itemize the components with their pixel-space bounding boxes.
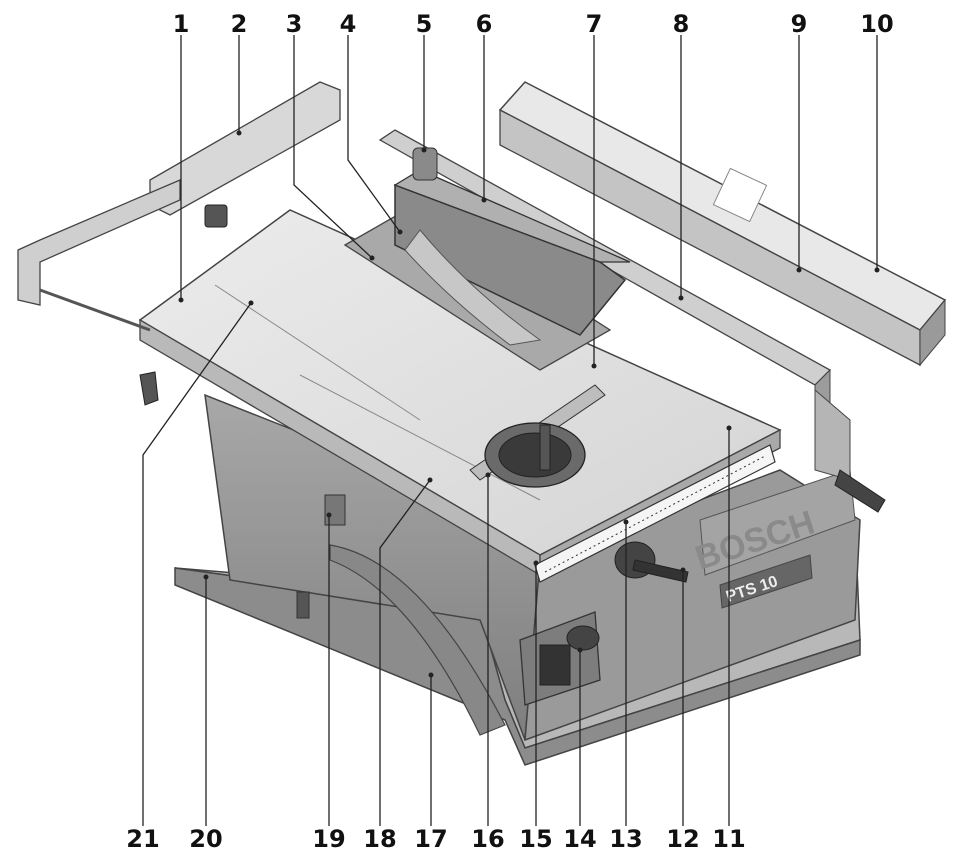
leader-lines <box>142 35 878 826</box>
callout-20: 20 <box>189 825 222 853</box>
callout-12: 12 <box>666 825 699 853</box>
callout-11: 11 <box>712 825 745 853</box>
callout-10: 10 <box>860 10 893 38</box>
callout-16: 16 <box>471 825 504 853</box>
callout-14: 14 <box>563 825 596 853</box>
callout-5: 5 <box>416 10 433 38</box>
callout-17: 17 <box>414 825 447 853</box>
callout-6: 6 <box>476 10 493 38</box>
callout-2: 2 <box>231 10 248 38</box>
callout-21: 21 <box>126 825 159 853</box>
leader-dots <box>178 130 880 678</box>
height-crank <box>614 541 689 583</box>
extension-fence <box>498 81 947 367</box>
callout-3: 3 <box>286 10 303 38</box>
callout-9: 9 <box>791 10 808 38</box>
scale-rail <box>534 444 776 583</box>
callout-19: 19 <box>312 825 345 853</box>
table-extension <box>17 81 341 406</box>
callout-4: 4 <box>340 10 357 38</box>
callout-numbers: 1 2 3 4 5 6 7 8 9 10 21 20 19 18 17 16 1… <box>126 10 893 853</box>
callout-13: 13 <box>609 825 642 853</box>
callout-7: 7 <box>586 10 603 38</box>
blade-guard <box>393 147 631 346</box>
callout-8: 8 <box>673 10 690 38</box>
callout-18: 18 <box>363 825 396 853</box>
callout-15: 15 <box>519 825 552 853</box>
callout-1: 1 <box>173 10 190 38</box>
mitre-gauge <box>469 384 606 488</box>
